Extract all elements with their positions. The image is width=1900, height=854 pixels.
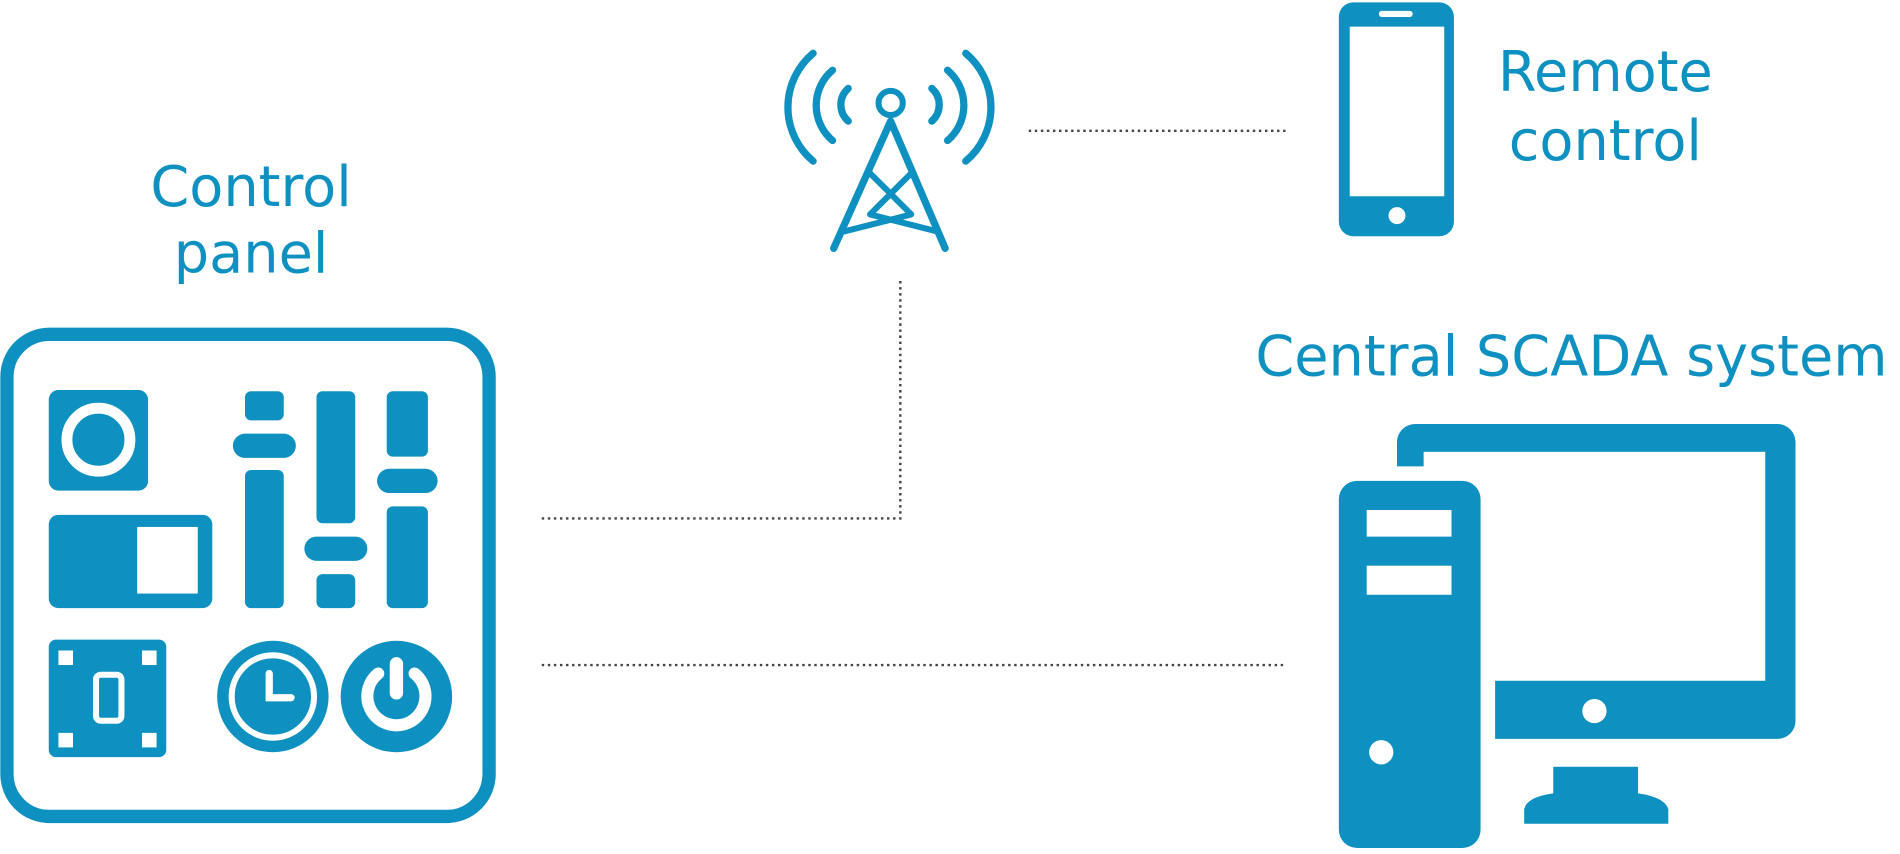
computer-tower-icon [1324, 466, 1496, 854]
radio-tower-icon [784, 49, 995, 252]
slider-icon [232, 391, 438, 609]
connector-panel-antenna [541, 278, 902, 520]
clock-icon [217, 640, 329, 753]
desktop-computer-icon [1324, 423, 1796, 854]
control-panel-label-line1: Control [150, 155, 351, 220]
smartphone-icon [1338, 2, 1454, 237]
central-scada-label: Central SCADA system [1255, 325, 1887, 390]
remote-control-label-line2: control [1509, 109, 1702, 174]
power-button-icon [340, 640, 453, 753]
control-panel-label-line2: panel [174, 222, 329, 287]
remote-control-label-line1: Remote [1498, 40, 1713, 105]
keypad-icon [48, 639, 167, 758]
control-panel-icon [0, 327, 496, 824]
connector-lines [541, 129, 1287, 667]
